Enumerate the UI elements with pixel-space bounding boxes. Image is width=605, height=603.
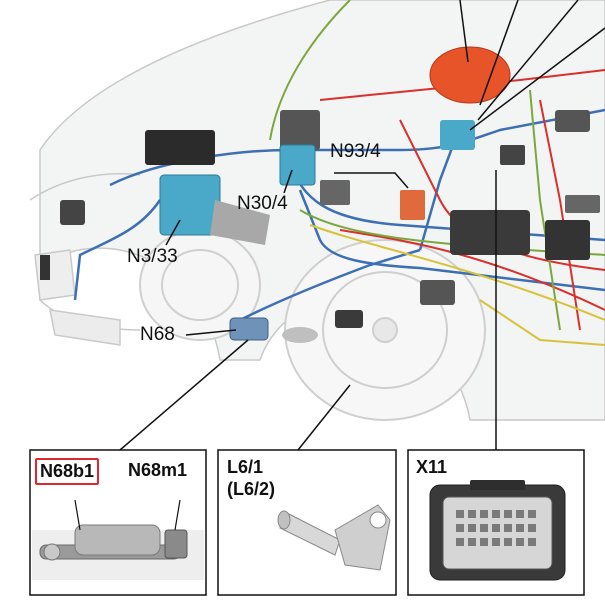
steering-rack-image (32, 499, 204, 580)
panel-label-l6-1: L6/1 (227, 457, 264, 477)
harness-yellow (309, 224, 605, 346)
leader-lines (119, 0, 605, 451)
callout-n3-33: N3/33 (127, 246, 178, 267)
connector-image (429, 480, 566, 581)
callout-n30-4: N30/4 (237, 193, 288, 214)
callout-n68: N68 (140, 324, 175, 345)
front-wheel (139, 229, 261, 341)
sensor-image (277, 504, 391, 571)
control-modules (40, 46, 600, 343)
panel-label-l6-2: (L6/2) (227, 479, 276, 499)
panel-label-x11: X11 (416, 457, 448, 477)
callout-n93-4: N93/4 (330, 141, 381, 162)
panel-label-n68m1: N68m1 (128, 460, 188, 480)
panel-label-n68b1: N68b1 (35, 458, 100, 485)
